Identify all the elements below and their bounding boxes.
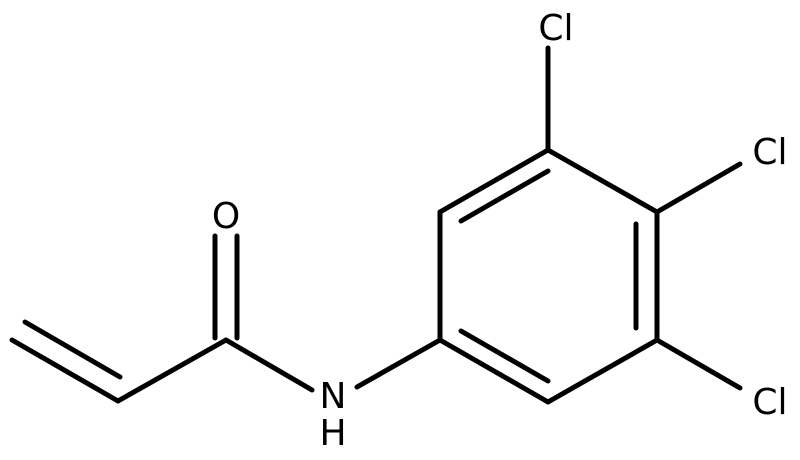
ring-bond-5 (545, 337, 660, 405)
atom-label-chlorine-right: Cl (752, 132, 787, 173)
bond-vinyl-double-inner (22, 319, 123, 380)
ring-bond-3 (545, 147, 660, 215)
bond-vinyl-ch2-ch (9, 337, 121, 404)
bond-ring-cl-bottom (654, 337, 743, 391)
atom-label-nitrogen: N (320, 376, 347, 417)
bond-carbonyl-n (223, 337, 315, 393)
bond-ch-carbonyl (115, 337, 229, 404)
bond-ring-cl-right (654, 161, 743, 215)
ring-bond-6-inner (458, 328, 551, 384)
atom-label-chlorine-bottom: Cl (752, 382, 787, 423)
ring-bond-6 (437, 337, 551, 405)
bond-n-ring (354, 337, 443, 390)
ring-bond-2-inner (458, 168, 551, 224)
atom-label-chlorine-top: Cl (538, 8, 573, 49)
atom-label-hydrogen: H (319, 413, 346, 454)
ring-bond-2 (437, 147, 551, 215)
atom-label-oxygen: O (212, 196, 240, 237)
